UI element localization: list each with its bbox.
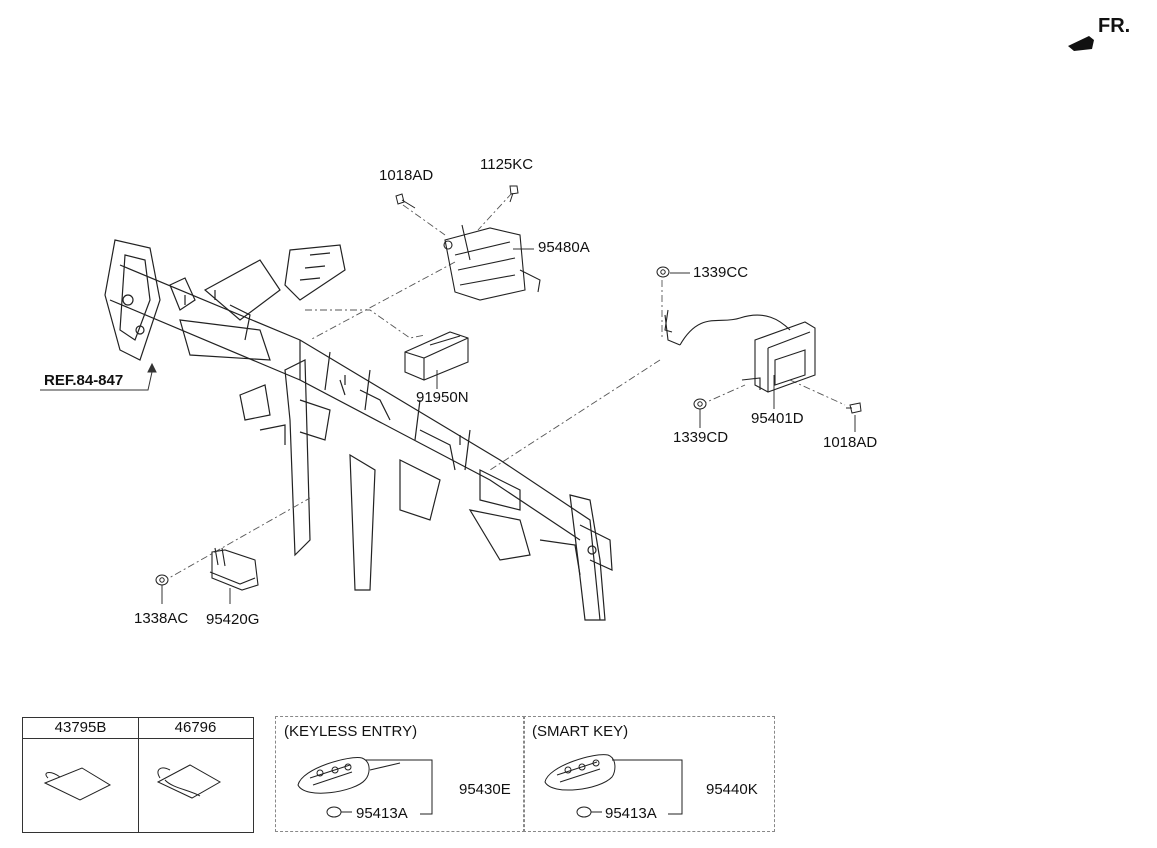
nut-1338ac — [155, 574, 169, 586]
keyless-remote-illustration — [297, 757, 433, 818]
bolt-1018ad-top — [395, 193, 416, 209]
table-header-43795b: 43795B — [23, 718, 138, 739]
bolt-1018ad-right — [846, 402, 862, 414]
leader-lines — [161, 192, 846, 583]
smart-key-box: (SMART KEY) — [523, 716, 775, 832]
nut-1339cc — [656, 266, 670, 278]
label-91950n: 91950N — [416, 389, 469, 406]
label-1339cd: 1339CD — [673, 429, 729, 446]
module-95480a — [443, 224, 541, 301]
label-ref: REF.84-847 — [44, 372, 124, 389]
front-arrow-icon — [1068, 36, 1094, 51]
label-95440k: 95440K — [706, 781, 758, 798]
nut-1339cd — [693, 398, 707, 410]
front-marker-label: FR. — [1098, 15, 1131, 37]
label-95420g: 95420G — [206, 611, 260, 628]
label-95480a: 95480A — [538, 239, 590, 256]
bolt-1125kc — [509, 185, 519, 203]
pad-43795b-illustration — [43, 767, 112, 801]
label-1125kc: 1125KC — [480, 156, 534, 173]
label-1018ad-top: 1018AD — [379, 167, 434, 184]
label-95430e: 95430E — [459, 781, 511, 798]
smart-key-title: (SMART KEY) — [532, 723, 629, 740]
smartkey-remote-illustration — [544, 754, 683, 818]
label-1339cc: 1339CC — [693, 264, 749, 281]
table-cell-43795b: 43795B — [23, 718, 139, 832]
keyless-entry-title: (KEYLESS ENTRY) — [284, 723, 418, 740]
solid-leaders — [40, 248, 856, 604]
accessory-table: 43795B 46796 — [22, 717, 254, 833]
pad-46796-illustration — [156, 764, 222, 799]
label-95401d: 95401D — [751, 410, 804, 427]
antenna-95420g — [209, 547, 259, 591]
cowl-crossbar-frame — [104, 239, 613, 621]
label-95413a-smartkey: 95413A — [605, 805, 657, 822]
label-1018ad-right: 1018AD — [823, 434, 878, 451]
table-header-46796: 46796 — [138, 718, 253, 739]
module-95401d — [664, 309, 816, 393]
table-cell-46796: 46796 — [138, 718, 253, 832]
module-91950n — [404, 331, 469, 381]
label-1338ac: 1338AC — [134, 610, 189, 627]
keyless-entry-box: (KEYLESS ENTRY) — [275, 716, 525, 832]
label-95413a-keyless: 95413A — [356, 805, 408, 822]
